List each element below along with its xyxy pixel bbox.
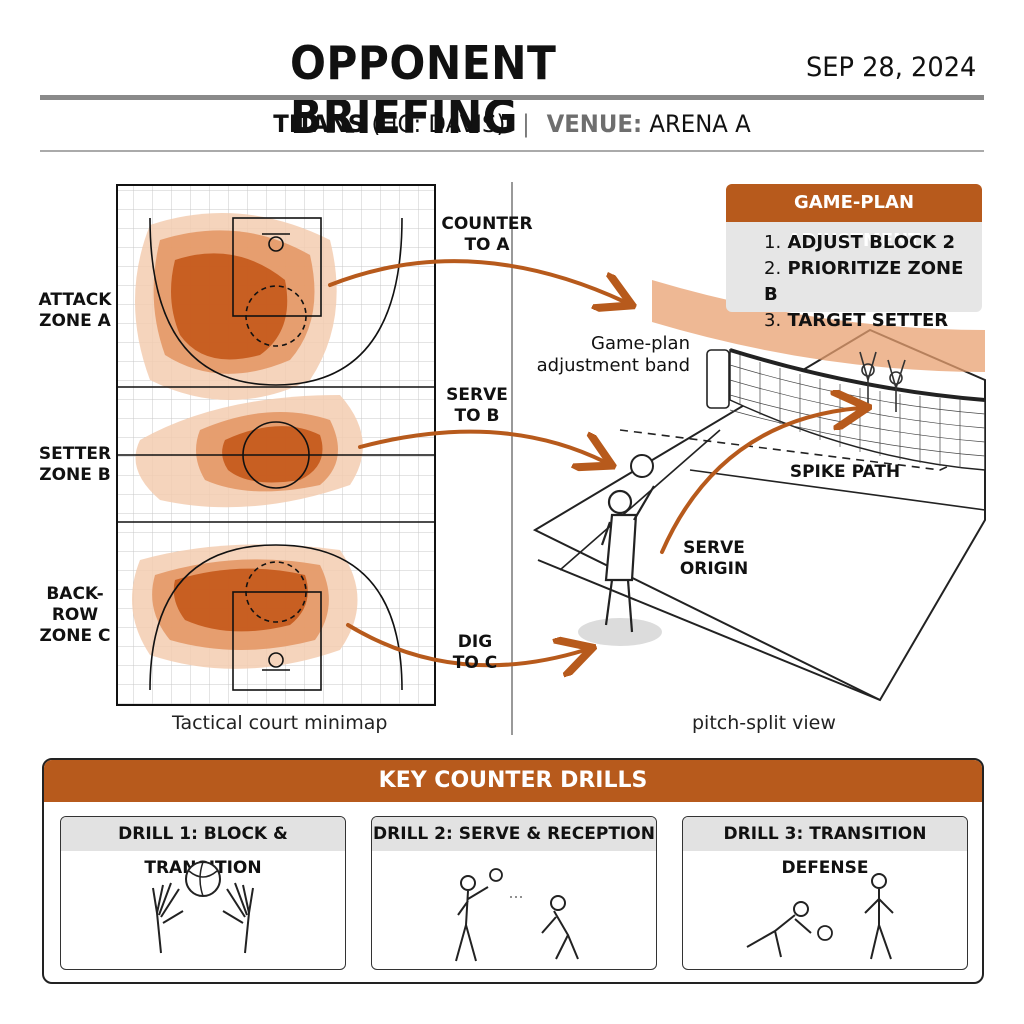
heatmap-zone-a — [135, 213, 337, 400]
arrow-label-counter-line2: TO A — [464, 235, 510, 255]
drill-1-illustration — [152, 861, 254, 954]
serve-origin-line1: SERVE — [683, 538, 745, 558]
arrow-counter-to-a — [328, 259, 625, 302]
drill-3-title: DRILL 3: TRANSITION DEFENSE — [683, 817, 967, 878]
game-plan-item-number: 1. — [764, 232, 782, 253]
zone-c-label-line2: ZONE C — [39, 626, 111, 646]
receiver-head-icon — [550, 895, 566, 911]
volleyball-icon — [185, 861, 221, 897]
briefing-date: SEP 28, 2024 — [806, 52, 977, 83]
minimap-caption: Tactical court minimap — [172, 712, 388, 734]
venue-value: ARENA A — [649, 110, 751, 138]
venue-label: VENUE: — [546, 110, 643, 138]
teammate-head-icon — [871, 873, 887, 889]
zone-a-label-line2: ZONE A — [39, 311, 111, 331]
spike-path-label: SPIKE PATH — [789, 462, 901, 482]
zone-a-label: ATTACK ZONE A — [30, 290, 120, 332]
briefing-diagram — [116, 182, 986, 735]
drill-card-1[interactable]: DRILL 1: BLOCK & TRANSITION — [60, 816, 346, 970]
game-plan-item-number: 2. — [764, 258, 782, 279]
band-label-line1: Game-plan — [591, 333, 690, 354]
volleyball-icon — [489, 868, 503, 882]
arrow-serve-to-b — [358, 429, 605, 462]
team-venue-line: TITANS (HC: DAVIS) | VENUE: ARENA A — [26, 110, 999, 138]
heatmap-zone-c — [132, 544, 358, 669]
zone-a-label-line1: ATTACK — [38, 290, 112, 310]
zone-b-label-line2: ZONE B — [39, 465, 111, 485]
band-label-line2: adjustment band — [536, 355, 690, 376]
head-coach: (HC: DAVIS) — [371, 110, 506, 138]
arrow-label-serve-line2: TO B — [454, 406, 500, 426]
game-plan-item-text: PRIORITIZE ZONE B — [764, 258, 964, 305]
pitch-caption: pitch-split view — [692, 712, 836, 734]
key-counter-drills-panel: KEY COUNTER DRILLS DRILL 1: BLOCK & TRAN… — [42, 758, 984, 984]
game-plan-item: 1. ADJUST BLOCK 2 — [764, 230, 982, 256]
arrow-label-dig-line2: TO C — [452, 653, 498, 673]
drill-1-title: DRILL 1: BLOCK & TRANSITION — [61, 817, 345, 878]
arrow-label-counter: COUNTER TO A — [432, 214, 542, 256]
game-plan-item-text: TARGET SETTER — [787, 310, 949, 331]
band-label: Game-plan adjustment band — [530, 333, 690, 377]
server-head-icon — [460, 875, 476, 891]
court-minimap — [116, 184, 436, 706]
team-name: TITANS — [273, 110, 365, 138]
zone-c-label: BACK-ROW ZONE C — [25, 584, 125, 647]
game-plan-title: GAME-PLAN ADJUSTMENT — [726, 184, 982, 251]
drill-3-illustration — [746, 873, 894, 960]
arrow-spike-path — [660, 408, 860, 554]
game-plan-item-number: 3. — [764, 310, 782, 331]
serve-origin-label: SERVE ORIGIN — [672, 538, 756, 580]
defender-head-icon — [793, 901, 809, 917]
game-plan-list: 1. ADJUST BLOCK 2 2. PRIORITIZE ZONE B 3… — [764, 230, 982, 334]
drill-card-3[interactable]: DRILL 3: TRANSITION DEFENSE — [682, 816, 968, 970]
header-divider — [40, 95, 984, 100]
zone-b-label-line1: SETTER — [38, 444, 112, 464]
drills-title: KEY COUNTER DRILLS — [44, 760, 982, 802]
drill-card-2[interactable]: DRILL 2: SERVE & RECEPTION — [371, 816, 657, 970]
arrow-label-serve-line1: SERVE — [446, 385, 508, 405]
drill-2-title: DRILL 2: SERVE & RECEPTION — [372, 817, 656, 851]
arrow-label-counter-line1: COUNTER — [441, 214, 533, 234]
left-hand-icon — [152, 882, 184, 954]
zone-b-label: SETTER ZONE B — [30, 444, 120, 486]
arrow-label-dig-line1: DIG — [457, 632, 493, 652]
arrow-dig-to-c — [346, 623, 585, 665]
arrow-label-serve: SERVE TO B — [432, 385, 522, 427]
game-plan-item: 3. TARGET SETTER — [764, 308, 982, 334]
game-plan-item-text: ADJUST BLOCK 2 — [787, 232, 955, 253]
game-plan-item: 2. PRIORITIZE ZONE B — [764, 256, 982, 308]
arrow-label-dig: DIG TO C — [432, 632, 518, 674]
volleyball-icon — [817, 925, 833, 941]
serve-origin-line2: ORIGIN — [679, 559, 749, 579]
subline-divider — [40, 150, 984, 152]
subline-separator: | — [522, 110, 530, 138]
zone-c-label-line1: BACK-ROW — [46, 584, 104, 625]
drill-2-illustration — [455, 868, 579, 962]
right-hand-icon — [222, 882, 254, 954]
game-plan-card: GAME-PLAN ADJUSTMENT 1. ADJUST BLOCK 2 2… — [726, 184, 982, 331]
